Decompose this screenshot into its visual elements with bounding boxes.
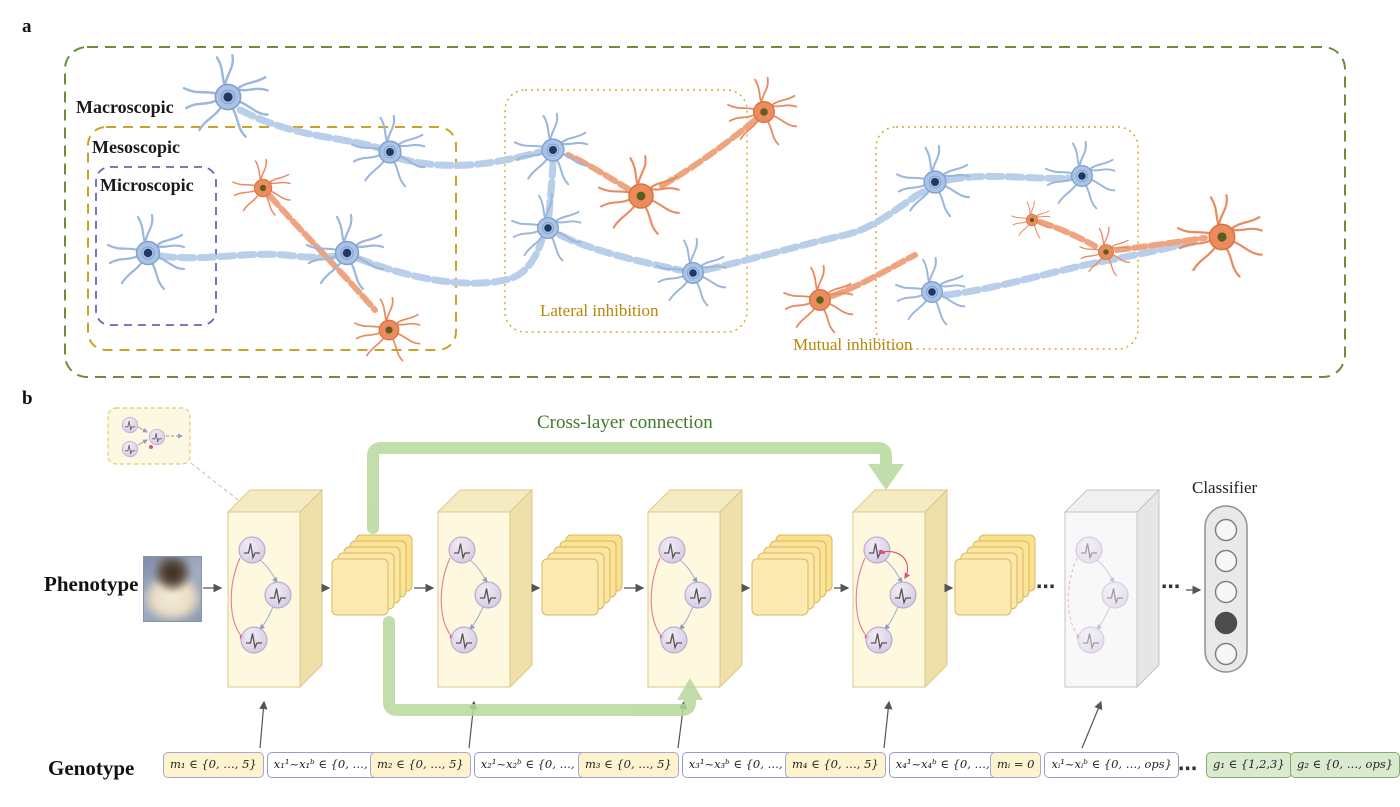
- neuron-orange: [783, 264, 854, 334]
- neuron-blue: [656, 237, 727, 307]
- cross-layer-arrowhead-top: [868, 464, 904, 490]
- macroscopic-box: [64, 46, 1346, 378]
- neuron-blue: [182, 53, 269, 138]
- pipeline-ellipsis-1: ⋯: [1036, 576, 1056, 598]
- genotype-pair-1: m₁ ∈ {0, …, 5} x₁¹~x₁ᵇ ∈ {0, …, ops}: [163, 752, 406, 778]
- input-image: [143, 556, 202, 622]
- cross-layer-connections: [367, 442, 904, 716]
- axons-inhibitory: [267, 117, 1208, 313]
- mesoscopic-box: [87, 126, 457, 351]
- cell-motif-inset: [107, 407, 248, 508]
- gene-m3: m₃ ∈ {0, …, 5}: [578, 752, 679, 778]
- neuron-orange: [354, 296, 421, 362]
- gene-g2: g₂ ∈ {0, …, ops}: [1290, 752, 1400, 778]
- classifier: [1204, 505, 1248, 673]
- classifier-label: Classifier: [1192, 478, 1258, 497]
- phenotype-label: Phenotype: [44, 572, 139, 596]
- feature-maps-4: [954, 534, 1036, 616]
- neuron-orange: [597, 155, 680, 235]
- conv-block-1: [228, 490, 322, 687]
- mutual-inhibition-label: Mutual inhibition: [793, 335, 913, 354]
- gene-m4: m₄ ∈ {0, …, 5}: [785, 752, 886, 778]
- lateral-inhibition-box: [504, 89, 748, 333]
- cross-layer-arrow-bottom: [383, 616, 696, 716]
- mutated-connections-block-4: [878, 549, 911, 580]
- cross-layer-arrow-top: [367, 442, 892, 534]
- gene-xi: xᵢ¹~xᵢᵇ ∈ {0, …, ops}: [1044, 752, 1180, 778]
- conv-block-3: [648, 490, 742, 687]
- neuron-orange: [1011, 200, 1051, 239]
- genotype-pair-i: mᵢ = 0 xᵢ¹~xᵢᵇ ∈ {0, …, ops}: [990, 752, 1180, 778]
- neuron-blue: [511, 192, 582, 262]
- conv-block-4: [853, 490, 947, 687]
- panel-b-label: b: [22, 388, 33, 409]
- pipeline-ellipsis-2: ⋯: [1161, 576, 1181, 598]
- dog-photo: [144, 557, 201, 621]
- microscopic-box: [95, 166, 217, 326]
- genotype-pair-2: m₂ ∈ {0, …, 5} x₂¹~x₂ᵇ ∈ {0, …, ops}: [370, 752, 613, 778]
- genotype-label: Genotype: [48, 756, 135, 780]
- cross-layer-arrowhead-bottom: [677, 678, 703, 700]
- microscopic-label: Microscopic: [100, 175, 194, 195]
- panel-a-label: a: [22, 16, 32, 37]
- axons-excitatory: [156, 106, 1199, 299]
- feature-maps-2: [541, 534, 623, 616]
- conv-block-i-disabled: [1065, 490, 1159, 687]
- genotype-arrows: [259, 700, 1103, 749]
- classifier-active-unit: [1214, 611, 1238, 635]
- cross-layer-connection-label: Cross-layer connection: [537, 412, 713, 433]
- mesoscopic-label: Mesoscopic: [92, 137, 180, 157]
- lateral-inhibition-label: Lateral inhibition: [540, 301, 659, 320]
- conv-block-2: [438, 490, 532, 687]
- neuron-blue: [106, 213, 186, 291]
- gene-mi: mᵢ = 0: [990, 752, 1042, 778]
- gene-g1: g₁ ∈ {1,2,3}: [1206, 752, 1292, 778]
- flow-arrows: [203, 583, 1202, 595]
- neuron-orange: [1176, 194, 1263, 278]
- gene-m1: m₁ ∈ {0, …, 5}: [163, 752, 264, 778]
- feature-maps-1: [331, 534, 413, 616]
- genotype-ellipsis: ⋯: [1178, 758, 1198, 780]
- feature-maps-3: [751, 534, 833, 616]
- macroscopic-label: Macroscopic: [76, 97, 174, 117]
- gene-m2: m₂ ∈ {0, …, 5}: [370, 752, 471, 778]
- mutual-inhibition-box: [875, 126, 1139, 350]
